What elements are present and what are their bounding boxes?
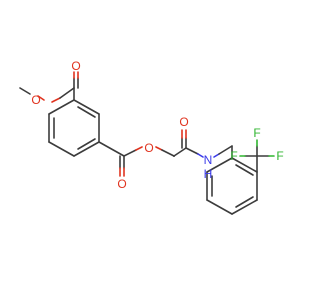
bond-o-methyl xyxy=(37,95,45,101)
atom-o-methyl-ester: O xyxy=(31,93,40,107)
ring1-bond3 xyxy=(73,141,100,157)
atom-o-ester-link: O xyxy=(144,141,153,155)
bond-n-ch2-a xyxy=(213,153,220,158)
atom-f3: F xyxy=(276,149,283,163)
bond-c-n-b xyxy=(197,153,204,158)
ring2-bond6 xyxy=(206,157,233,173)
ring2-bond4 xyxy=(206,199,233,215)
bond-ring-c-ester2 xyxy=(98,141,125,157)
ring1-bond1 xyxy=(73,99,100,115)
ring1-inner1 xyxy=(77,106,96,118)
bond-methyl-o xyxy=(19,87,31,95)
ring2-inner2 xyxy=(235,196,254,208)
atom-n-amide: N xyxy=(204,153,213,167)
ring2-bond1 xyxy=(231,157,258,173)
structure-svg: O O O O O N H F F F xyxy=(19,59,284,215)
ring2-bond3 xyxy=(231,199,258,215)
atom-h-amide: H xyxy=(204,167,213,181)
bond-ch2-c-amide xyxy=(173,147,187,157)
bond-c-n-a xyxy=(185,147,199,155)
bond-o-ch2-b xyxy=(161,149,175,157)
bond-n-ch2-b xyxy=(218,145,233,155)
bond-ester1-c xyxy=(59,87,75,99)
bond-c-o-link-a xyxy=(123,149,137,157)
atom-o-carbonyl-top: O xyxy=(71,59,80,73)
ring2-inner1 xyxy=(235,164,254,176)
bond-o-c-ester1 xyxy=(51,97,61,103)
bond-c-o-link-b xyxy=(135,146,143,151)
ring1-bond6 xyxy=(48,99,75,115)
atom-f1: F xyxy=(253,126,260,140)
atom-o-carbonyl-bottom: O xyxy=(117,177,126,191)
bond-o-ch2-a xyxy=(155,146,163,151)
atom-o-amide: O xyxy=(179,115,188,129)
molecule-structure-diagram: O O O O O N H F F F xyxy=(19,59,284,215)
atom-f2: F xyxy=(230,149,237,163)
ring1-inner2 xyxy=(77,138,96,150)
ring1-bond4 xyxy=(48,141,75,157)
